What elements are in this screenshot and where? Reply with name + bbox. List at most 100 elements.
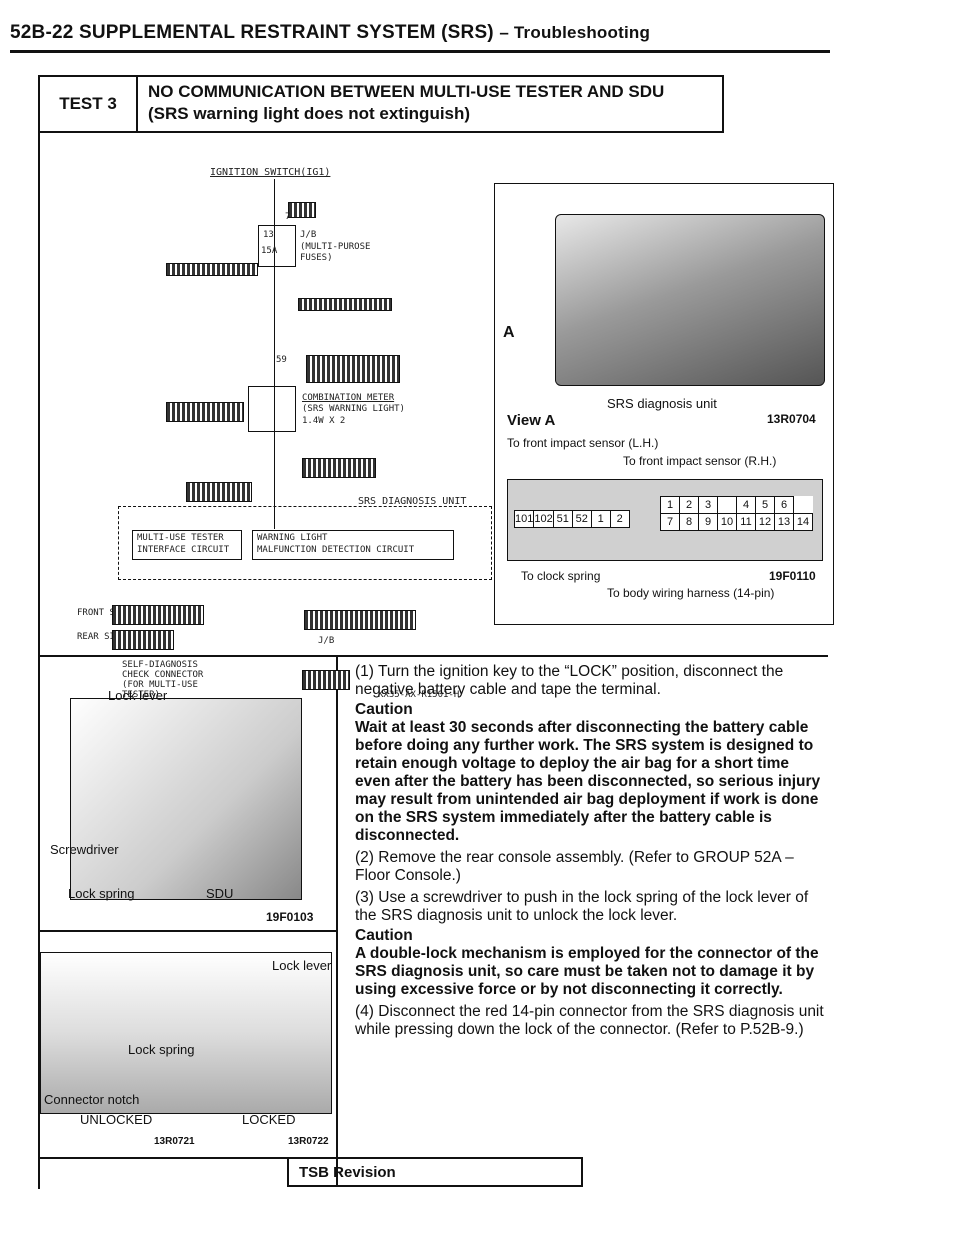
test-id: TEST 3: [40, 77, 138, 131]
sdu-label: SDU: [206, 886, 234, 901]
caution-1-title: Caution: [355, 701, 413, 718]
header-rule: [10, 50, 830, 53]
ignition-switch-label: IGNITION SWITCH(IG1): [210, 167, 331, 178]
bulb-label: 1.4W X 2: [302, 416, 346, 426]
test-title: NO COMMUNICATION BETWEEN MULTI-USE TESTE…: [138, 77, 674, 131]
rear-side-label: REAR SIDE: [77, 632, 126, 642]
pin-r6: 6: [774, 496, 794, 514]
front-sensor-lh: To front impact sensor (L.H.): [507, 436, 659, 450]
page-title: SUPPLEMENTAL RESTRAINT SYSTEM (SRS): [79, 22, 494, 43]
step-3: (3) Use a screwdriver to push in the loc…: [355, 889, 809, 924]
photo1-code: 19F0103: [266, 910, 314, 924]
caution-2-title: Caution: [355, 927, 413, 944]
self-diag-line2: CHECK CONNECTOR: [122, 670, 204, 680]
srs-unit-box: [118, 506, 492, 580]
jb-fuses-label2: FUSES): [300, 253, 333, 263]
unit-figure: A SRS diagnosis unit View A 13R0704 To f…: [494, 183, 834, 625]
photo2-code2: 13R0722: [288, 1136, 329, 1147]
step-2: (2) Remove the rear console assembly. (R…: [355, 849, 794, 884]
connector-gy-left: [186, 482, 252, 502]
warning-light-label: (SRS WARNING LIGHT): [302, 404, 405, 414]
pin-blank: [717, 496, 737, 514]
page-header: 52B-22 SUPPLEMENTAL RESTRAINT SYSTEM (SR…: [10, 22, 650, 44]
pin-label-59: 59: [276, 355, 287, 365]
pin-r2: 2: [679, 496, 699, 514]
interface-circuit-line1: MULTI-USE TESTER: [137, 533, 224, 543]
photo-connector: Lock lever Lock spring Connector notch U…: [40, 932, 336, 1156]
test-title-line1: NO COMMUNICATION BETWEEN MULTI-USE TESTE…: [148, 82, 665, 101]
photo2-code1: 13R0721: [154, 1136, 195, 1147]
diagram-code: KX35-AX-R1501-H: [378, 690, 460, 700]
rear-side-connector: [112, 630, 174, 650]
connector-notch-label: Connector notch: [44, 1092, 140, 1107]
pin-r10: 10: [717, 513, 737, 531]
self-diag-line4: TESTER): [122, 690, 160, 700]
pin-2: 2: [609, 510, 630, 528]
pin-label: 7: [285, 212, 291, 222]
self-diag-line3: (FOR MULTI-USE: [122, 680, 198, 690]
frame-mid-rule: [38, 655, 828, 657]
warning-circuit-line2: MALFUNCTION DETECTION CIRCUIT: [257, 545, 415, 555]
unit-photo: [555, 214, 825, 386]
lock-lever-label-2: Lock lever: [272, 958, 332, 973]
front-sensor-rh: To front impact sensor (R.H.): [623, 454, 777, 468]
tsb-revision-box: TSB Revision: [287, 1157, 583, 1187]
pin-r1: 1: [660, 496, 680, 514]
pin-r9: 9: [698, 513, 718, 531]
pin-102: 102: [533, 510, 554, 528]
page-subtitle: – Troubleshooting: [499, 23, 651, 42]
caution-1-text: Wait at least 30 seconds after disconnec…: [355, 719, 821, 844]
pin-r11: 11: [736, 513, 756, 531]
jb2-label: J/B: [318, 636, 335, 646]
step-1: (1) Turn the ignition key to the “LOCK” …: [355, 663, 784, 698]
pin-1: 1: [590, 510, 611, 528]
jb-connector-2: [304, 610, 416, 630]
connector-combination: [306, 355, 400, 383]
pin-r14: 14: [793, 513, 813, 531]
warning-circuit-box: WARNING LIGHT MALFUNCTION DETECTION CIRC…: [252, 530, 454, 560]
pinout-panel: 101 102 51 52 1 2 1 2 3 4 5 6 7 8 9: [507, 479, 823, 561]
self-diag-line1: SELF-DIAGNOSIS: [122, 660, 198, 670]
interface-circuit-box: MULTI-USE TESTER INTERFACE CIRCUIT: [132, 530, 242, 560]
pin-r12: 12: [755, 513, 775, 531]
step-4: (4) Disconnect the red 14-pin connector …: [355, 1003, 824, 1038]
connector-gy: [302, 458, 376, 478]
frame-photo-rule: [38, 930, 336, 932]
procedure-steps: (1) Turn the ignition key to the “LOCK” …: [355, 663, 828, 1039]
front-side-connector: [112, 605, 204, 625]
page-code: 52B-22: [10, 22, 74, 43]
meter-bulbs: [248, 386, 296, 432]
fuse-box: 13 15A: [258, 225, 296, 267]
test-heading-box: TEST 3 NO COMMUNICATION BETWEEN MULTI-US…: [38, 75, 724, 133]
pin-r4: 4: [736, 496, 756, 514]
clock-spring-label: To clock spring: [521, 569, 601, 583]
connector-left: [166, 402, 244, 422]
body-harness-label: To body wiring harness (14-pin): [607, 586, 775, 600]
photo-screwdriver: Lock lever Screwdriver Lock spring SDU 1…: [40, 658, 336, 930]
pinout-code: 19F0110: [769, 569, 816, 583]
frame-left: [38, 129, 40, 1189]
pin-r7: 7: [660, 513, 680, 531]
jb-label: J/B: [300, 230, 317, 240]
pin-51: 51: [552, 510, 573, 528]
unit-photo-code: 13R0704: [767, 412, 816, 426]
connector-jb: [166, 263, 258, 276]
pin-r3: 3: [698, 496, 718, 514]
fuse-amp: 15A: [261, 246, 278, 256]
wiring-diagram: IGNITION SWITCH(IG1) 7 13 15A J/B (MULTI…: [40, 150, 492, 700]
main-wire: [274, 179, 275, 529]
warning-circuit-line1: WARNING LIGHT: [257, 533, 328, 543]
frame-bottom-rule: [38, 1157, 336, 1159]
view-a-label: View A: [507, 412, 556, 429]
connector-meter: [298, 298, 392, 311]
screwdriver-label: Screwdriver: [50, 842, 119, 857]
view-marker: A: [503, 324, 515, 341]
lock-spring-label: Lock spring: [68, 886, 135, 901]
srs-diagnosis-unit-label: SRS DIAGNOSIS UNIT: [358, 496, 467, 507]
pin-r8: 8: [679, 513, 699, 531]
sdu-drawing: [70, 698, 302, 900]
pin-r13: 13: [774, 513, 794, 531]
jb-fuses-label: (MULTI-PUROSE: [300, 242, 371, 252]
interface-circuit-line2: INTERFACE CIRCUIT: [137, 545, 230, 555]
lock-lever-label: Lock lever: [108, 688, 168, 703]
